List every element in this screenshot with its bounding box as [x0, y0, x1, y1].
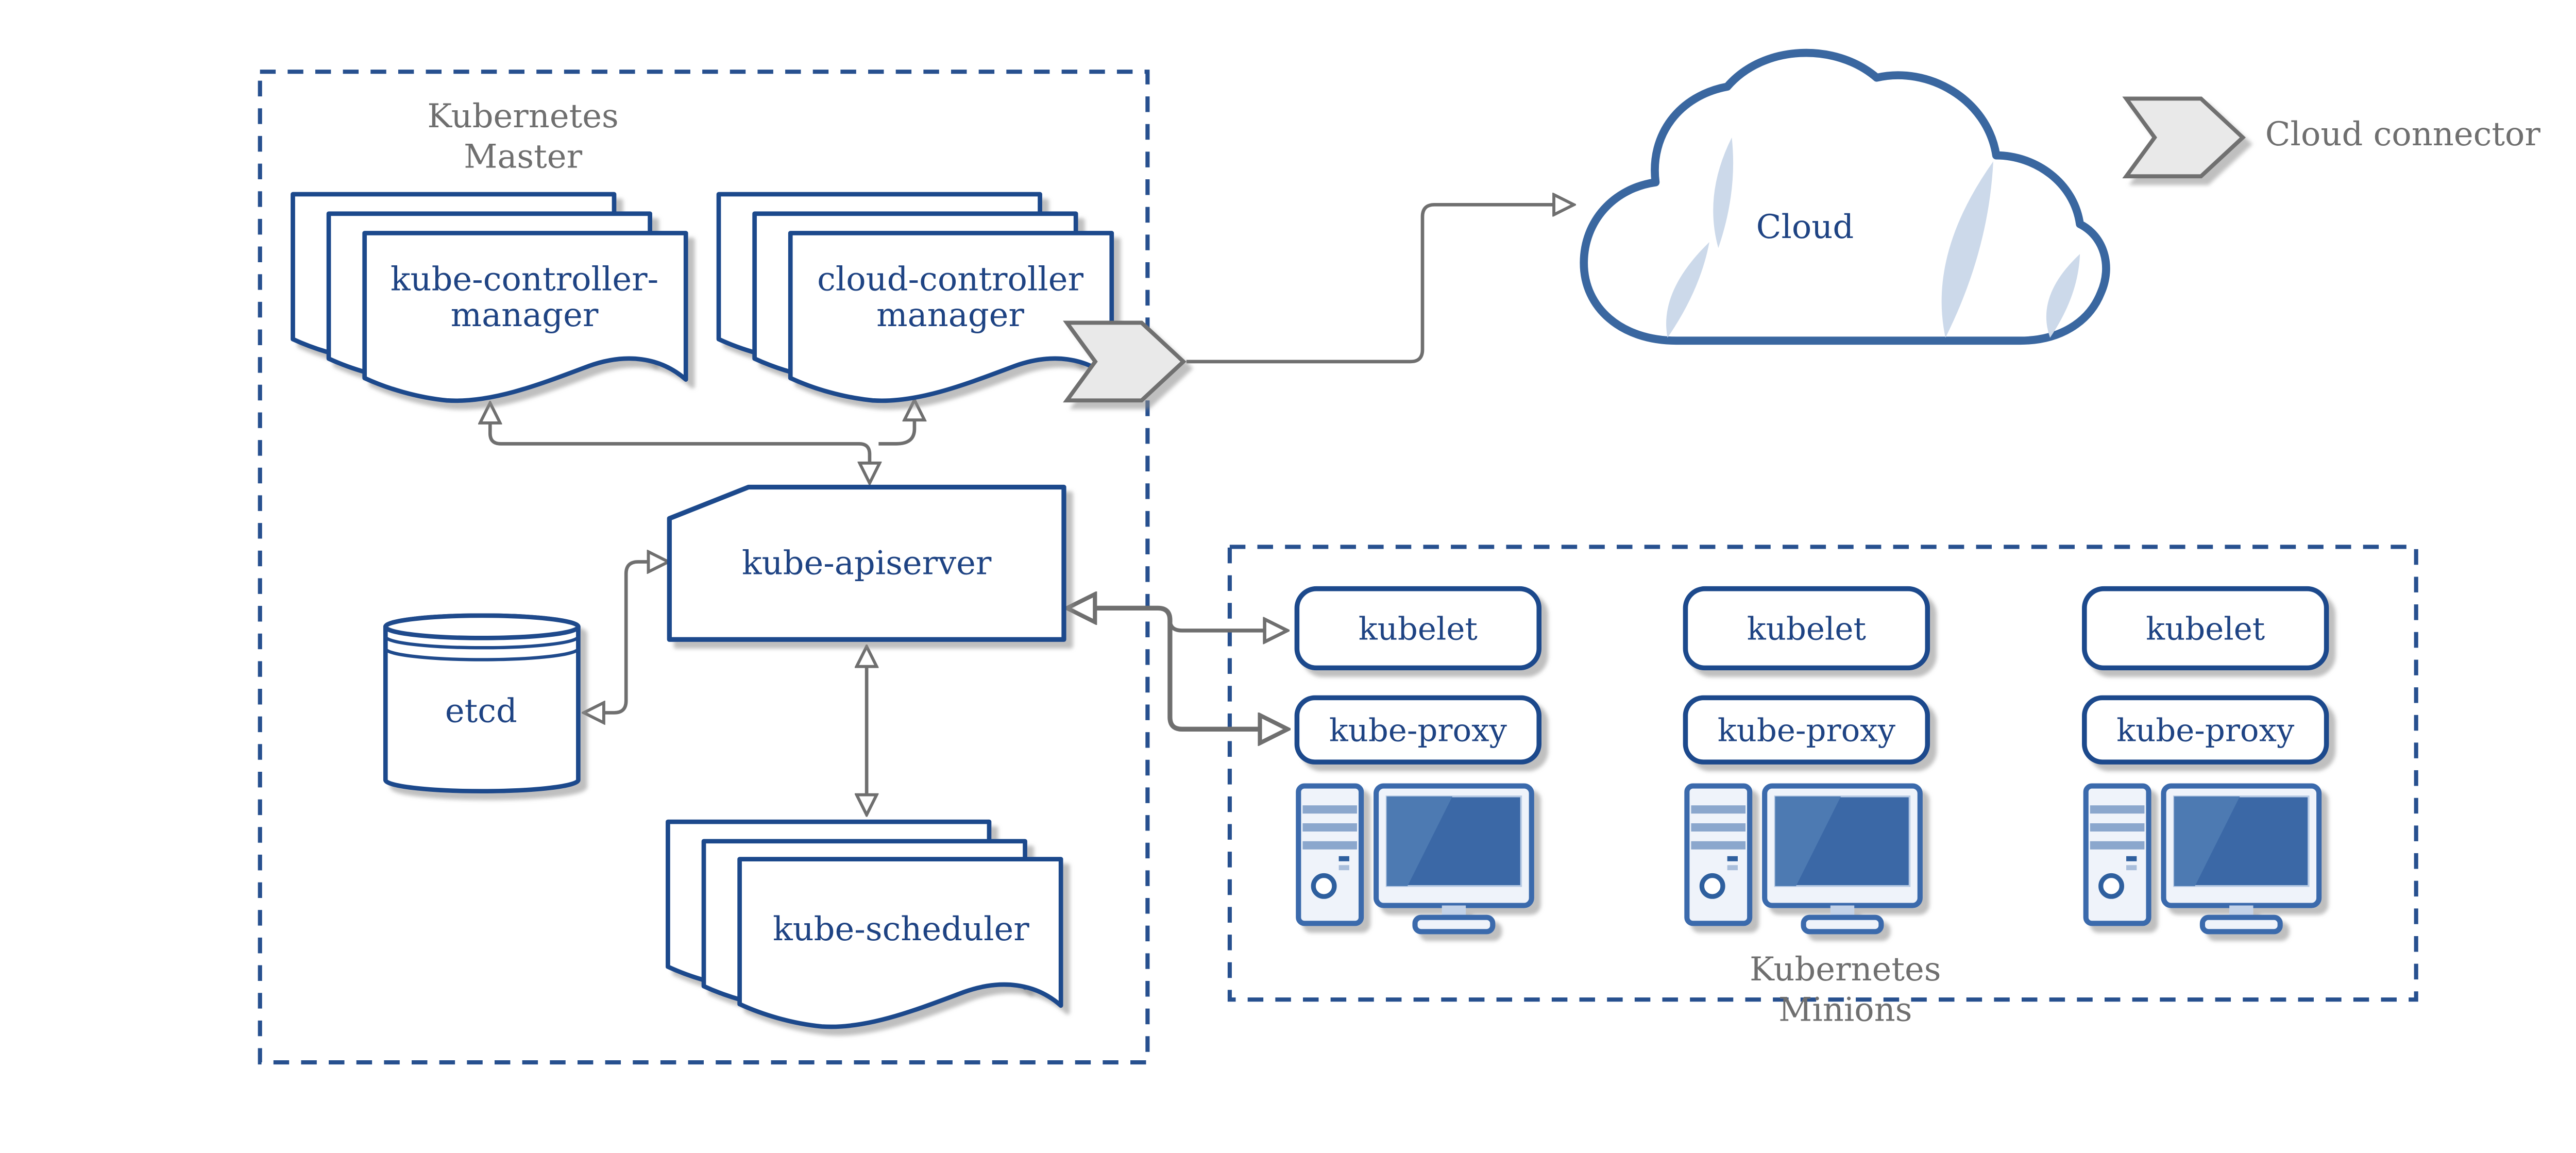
kube-proxy-label: kube-proxy [2116, 713, 2295, 749]
cloud-label: Cloud [1756, 208, 1854, 246]
computer-icon [2086, 786, 2319, 932]
cloud-controller-manager-label-line2: manager [876, 296, 1024, 334]
kube-apiserver-node: kube-apiserver [667, 484, 1066, 642]
kubelet-label: kubelet [1359, 611, 1478, 647]
computer-icon [1298, 786, 1531, 932]
kube-proxy-box [2082, 695, 2329, 765]
minion-column-3: kubelet kube-proxy [2082, 586, 2329, 932]
kubernetes-architecture-diagram: Kubernetes Master kube-controller- manag… [258, 48, 2541, 1065]
computer-icon [1687, 786, 1920, 932]
arrow-apiserver-kubelet [1168, 620, 1285, 631]
arrow-kube-controller-manager-apiserver [490, 405, 870, 481]
etcd-label: etcd [445, 692, 517, 731]
master-label-line2: Master [464, 138, 582, 176]
minions-label-line1: Kubernetes [1750, 951, 1941, 989]
diagram-canvas: Kubernetes Master kube-controller- manag… [258, 48, 2541, 1065]
arrow-cloud-controller-manager-apiserver [878, 402, 914, 446]
kubelet-box [1683, 586, 1930, 671]
legend-label: Cloud connector [2265, 115, 2541, 154]
kube-scheduler-label: kube-scheduler [773, 910, 1029, 948]
kube-proxy-box [1294, 695, 1542, 765]
connectors [490, 205, 1572, 812]
arrow-connector-cloud [1186, 205, 1572, 364]
kube-proxy-box [1683, 695, 1930, 765]
kube-controller-manager-label-line1: kube-controller- [391, 260, 658, 298]
minions-label-line2: Minions [1778, 991, 1912, 1029]
kubelet-box [1294, 586, 1542, 671]
cloud-icon [1580, 48, 2110, 345]
master-label-line1: Kubernetes [427, 97, 618, 135]
kubelet-label: kubelet [1747, 611, 1866, 647]
minion-column-1: kubelet kube-proxy [1294, 586, 1542, 932]
kube-apiserver-label: kube-apiserver [742, 544, 992, 582]
kube-proxy-label: kube-proxy [1718, 713, 1896, 749]
arrow-apiserver-etcd [586, 562, 667, 713]
cloud-controller-manager-node: cloud-controller manager [719, 194, 1112, 401]
minions-boundary [1227, 545, 2418, 1002]
kube-controller-manager-node: kube-controller- manager [293, 194, 686, 401]
arrow-apiserver-kube-proxy [1070, 608, 1285, 729]
kube-controller-manager-label-line2: manager [451, 296, 599, 334]
cloud-connector-legend-icon [2126, 98, 2243, 176]
kube-proxy-label: kube-proxy [1329, 713, 1507, 749]
legend: Cloud connector [2126, 98, 2540, 176]
kube-scheduler-node: kube-scheduler [668, 822, 1061, 1027]
cloud-node: Cloud [1580, 48, 2110, 345]
etcd-node: etcd [383, 613, 581, 794]
kubelet-label: kubelet [2146, 611, 2265, 647]
kubelet-box [2082, 586, 2329, 671]
cloud-controller-manager-label-line1: cloud-controller [817, 260, 1083, 298]
minion-column-2: kubelet kube-proxy [1683, 586, 1930, 932]
master-boundary [258, 70, 1150, 1065]
